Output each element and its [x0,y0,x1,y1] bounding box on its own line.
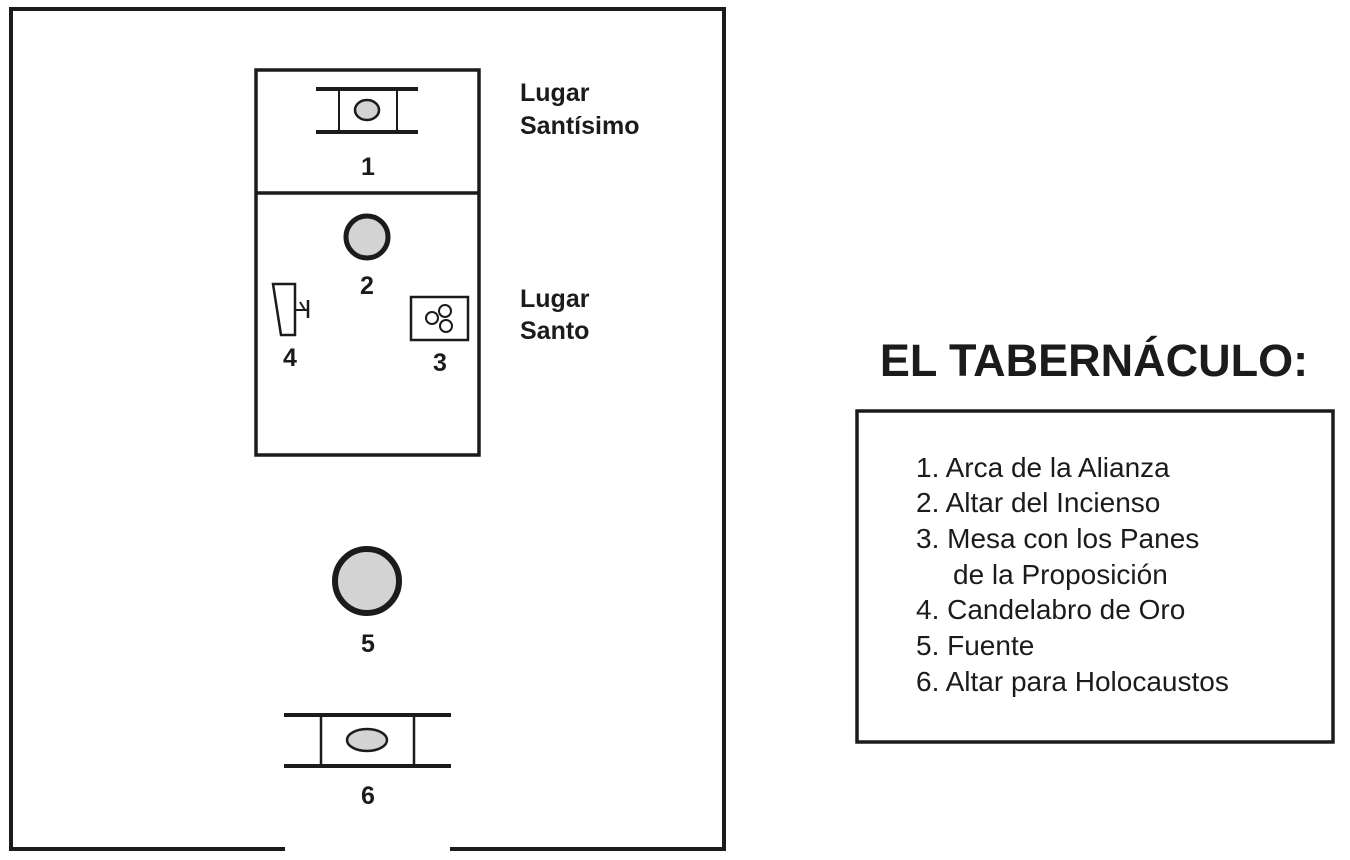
holiest-place-label-line2: Santísimo [520,112,639,140]
legend-item-1: 1. Arca de la Alianza [916,452,1170,483]
marker-4: 4 [283,344,297,372]
legend-box [855,409,1335,744]
holy-place-label-line1: Lugar [520,285,590,313]
holy-place-label-line2: Santo [520,317,589,345]
legend-item-3-continued: de la Proposición [953,559,1168,590]
legend-item-3: 3. Mesa con los Panes [916,523,1199,554]
courtyard-entrance-gap [285,828,450,858]
legend-item-5: 5. Fuente [916,630,1034,661]
lampstand-icon [271,282,310,337]
holiest-place-label-line1: Lugar [520,79,590,107]
legend-item-2: 2. Altar del Incienso [916,487,1160,518]
marker-5: 5 [361,630,375,658]
incense-altar-icon [343,213,391,261]
marker-1: 1 [361,153,375,181]
showbread-table-icon [409,295,470,342]
ark-of-covenant-icon [316,87,418,134]
marker-3: 3 [433,349,447,377]
marker-6: 6 [361,782,375,810]
marker-2: 2 [360,272,374,300]
diagram-title: EL TABERNÁCULO: [880,335,1308,386]
tent-outline [254,68,481,457]
legend-item-6: 6. Altar para Holocaustos [916,666,1229,697]
burnt-offering-altar-icon [284,713,451,768]
legend-item-4: 4. Candelabro de Oro [916,594,1185,625]
laver-icon [332,546,402,616]
